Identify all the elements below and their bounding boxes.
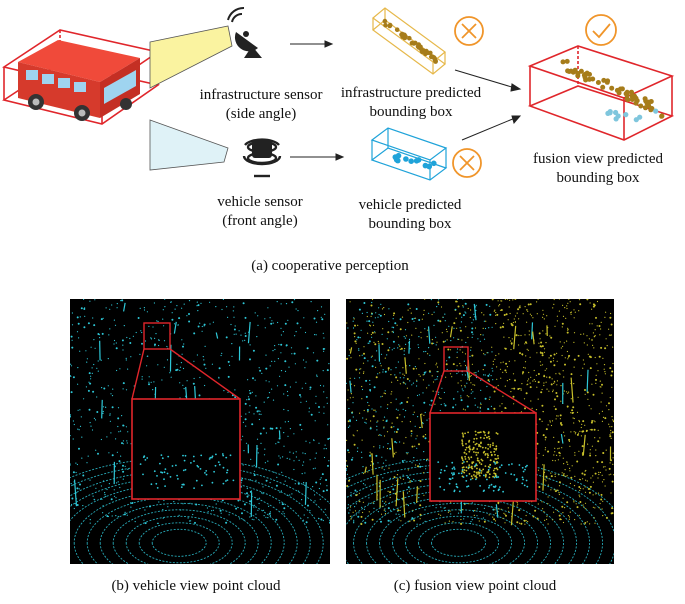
vehicle-sensor-beam bbox=[149, 119, 229, 171]
check-icon bbox=[585, 14, 617, 46]
satellite-dish-icon bbox=[227, 6, 262, 58]
cross-icon bbox=[452, 148, 482, 178]
infrastructure-sensor-beam bbox=[149, 25, 233, 89]
caption-b: (b) vehicle view point cloud bbox=[111, 578, 281, 594]
vehicle-point-cloud-panel bbox=[70, 299, 330, 564]
cooperative-perception-diagram bbox=[2, 6, 675, 181]
bus-icon bbox=[18, 40, 140, 121]
flow-arrows bbox=[290, 40, 522, 161]
caption-c: (c) fusion view point cloud bbox=[393, 578, 557, 594]
fusion-point-cloud-panel bbox=[346, 299, 614, 564]
vehicle-predicted-box bbox=[370, 127, 448, 181]
infrastructure-predicted-box bbox=[372, 7, 446, 75]
caption-a: (a) cooperative perception bbox=[251, 258, 409, 274]
vehicle-sensor-label: vehicle sensor(front angle) bbox=[217, 194, 303, 229]
infrastructure-sensor-label: infrastructure sensor(side angle) bbox=[199, 87, 323, 122]
fusion-predicted-box bbox=[527, 45, 675, 141]
lidar-sensor-icon bbox=[242, 138, 282, 178]
cross-icon bbox=[454, 16, 484, 46]
